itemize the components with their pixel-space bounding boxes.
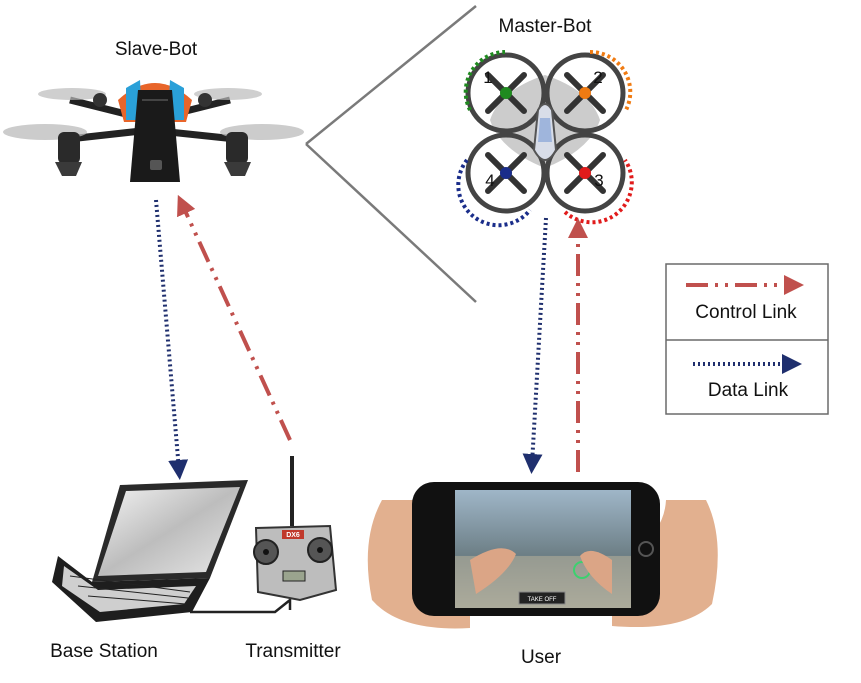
rotor-number-1: 1 bbox=[483, 68, 492, 87]
zoom-line-bottom bbox=[305, 143, 477, 303]
transmitter-device bbox=[253, 456, 338, 602]
legend-data-link-label: Data Link bbox=[708, 380, 789, 401]
master-bot-drone bbox=[456, 49, 634, 228]
legend: Control Link Data Link bbox=[665, 263, 829, 415]
user-smartphone bbox=[367, 482, 718, 629]
transmitter-label: Transmitter bbox=[245, 641, 341, 662]
phone-take-off-button: TAKE OFF bbox=[528, 597, 557, 603]
data-link-master-to-user bbox=[522, 217, 548, 474]
rotor-number-3: 3 bbox=[594, 171, 603, 190]
slave-bot-drone bbox=[3, 80, 304, 182]
data-link-slave-to-base bbox=[154, 199, 189, 480]
master-bot-label: Master-Bot bbox=[499, 16, 593, 37]
transmitter-cable bbox=[190, 597, 292, 614]
control-link-transmitter-to-slave bbox=[177, 194, 292, 441]
rotor-number-2: 2 bbox=[593, 68, 602, 87]
transmitter-brand: DX6 bbox=[286, 532, 300, 539]
legend-control-link-label: Control Link bbox=[695, 302, 797, 323]
slave-bot-label: Slave-Bot bbox=[115, 39, 198, 60]
base-station-label: Base Station bbox=[50, 641, 158, 662]
zoom-line-top bbox=[305, 5, 477, 145]
user-label: User bbox=[521, 647, 562, 668]
rotor-number-4: 4 bbox=[485, 171, 494, 190]
base-station-laptop bbox=[52, 480, 248, 622]
